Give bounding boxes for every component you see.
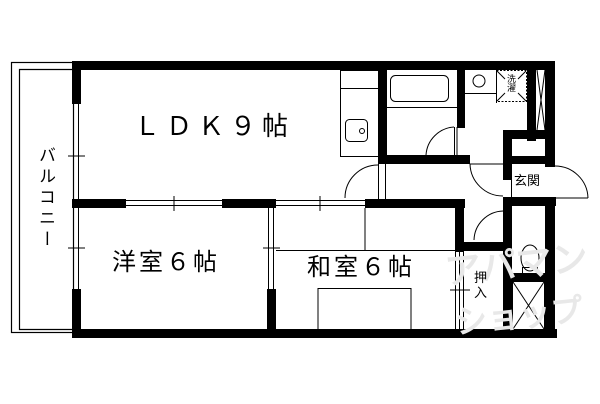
toilet	[512, 244, 545, 330]
bathtub	[387, 75, 458, 156]
entrance-door	[511, 164, 589, 199]
entrance-label: 玄関	[514, 174, 541, 189]
kitchen-counter	[340, 70, 379, 157]
balcony-label: バルコニー	[35, 146, 55, 251]
hall-door	[473, 206, 504, 242]
windows	[68, 104, 470, 329]
closet-label: 押入	[474, 271, 488, 301]
western-room-label: 洋室６帖	[112, 248, 220, 276]
washer-label: 洗濯	[507, 75, 517, 95]
ldk-door	[344, 164, 386, 250]
walls	[72, 61, 557, 338]
washroom	[465, 69, 546, 197]
japanese-room-label: 和室６帖	[307, 253, 415, 281]
tatami-lines	[276, 250, 455, 329]
ldk-label: ＬＤＫ９帖	[134, 112, 295, 142]
